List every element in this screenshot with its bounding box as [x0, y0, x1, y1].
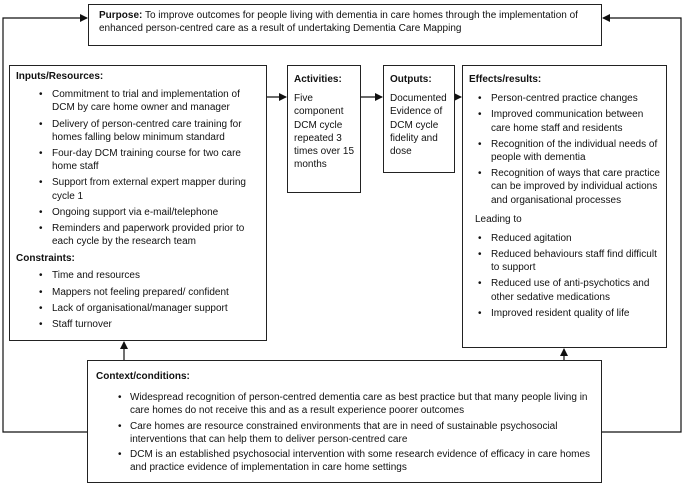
list-item: Mappers not feeling prepared/ confident — [16, 286, 260, 299]
list-item: Improved communication between care home… — [469, 108, 660, 134]
list-item: Recognition of the individual needs of p… — [469, 138, 660, 164]
context-list: Widespread recognition of person-centred… — [96, 391, 595, 474]
list-item: Time and resources — [16, 269, 260, 282]
list-item: Support from external expert mapper duri… — [16, 176, 260, 202]
list-item: Recognition of ways that care practice c… — [469, 167, 660, 207]
context-heading: Context/conditions: — [96, 371, 190, 382]
constraints-list: Time and resources Mappers not feeling p… — [16, 269, 260, 331]
list-item: Lack of organisational/manager support — [16, 302, 260, 315]
leading-to-label: Leading to — [475, 213, 522, 225]
purpose-text: To improve outcomes for people living wi… — [99, 10, 578, 35]
list-item: Care homes are resource constrained envi… — [96, 420, 595, 446]
list-item: Widespread recognition of person-centred… — [96, 391, 595, 417]
list-item: DCM is an established psychosocial inter… — [96, 448, 595, 474]
list-item: Commitment to trial and implementation o… — [16, 88, 260, 114]
effects-list: Person-centred practice changes Improved… — [469, 92, 660, 207]
activities-heading: Activities: — [294, 74, 342, 85]
leading-to-list: Reduced agitation Reduced behaviours sta… — [469, 232, 660, 320]
outputs-heading: Outputs: — [390, 74, 432, 85]
activities-box: Activities: Five component DCM cycle rep… — [287, 65, 361, 193]
list-item: Staff turnover — [16, 318, 260, 331]
list-item: Reduced behaviours staff find difficult … — [469, 248, 660, 274]
outputs-text: Documented Evidence of DCM cycle fidelit… — [390, 93, 447, 157]
list-item: Reduced use of anti-psychotics and other… — [469, 277, 660, 303]
inputs-resources-box: Inputs/Resources: Commitment to trial an… — [9, 65, 267, 341]
inputs-heading: Inputs/Resources: — [16, 71, 104, 82]
outputs-box: Outputs: Documented Evidence of DCM cycl… — [383, 65, 455, 173]
list-item: Person-centred practice changes — [469, 92, 660, 105]
purpose-box: Purpose: To improve outcomes for people … — [88, 4, 602, 46]
constraints-heading: Constraints: — [16, 253, 75, 265]
purpose-heading: Purpose: — [99, 10, 143, 21]
activities-text: Five component DCM cycle repeated 3 time… — [294, 93, 355, 171]
list-item: Ongoing support via e-mail/telephone — [16, 206, 260, 219]
list-item: Reminders and paperwork provided prior t… — [16, 222, 260, 248]
effects-results-box: Effects/results: Person-centred practice… — [462, 65, 667, 348]
list-item: Delivery of person-centred care training… — [16, 118, 260, 144]
context-conditions-box: Context/conditions: Widespread recogniti… — [87, 360, 602, 483]
effects-heading: Effects/results: — [469, 74, 542, 85]
list-item: Improved resident quality of life — [469, 307, 660, 320]
list-item: Four-day DCM training course for two car… — [16, 147, 260, 173]
list-item: Reduced agitation — [469, 232, 660, 245]
inputs-list: Commitment to trial and implementation o… — [16, 88, 260, 248]
